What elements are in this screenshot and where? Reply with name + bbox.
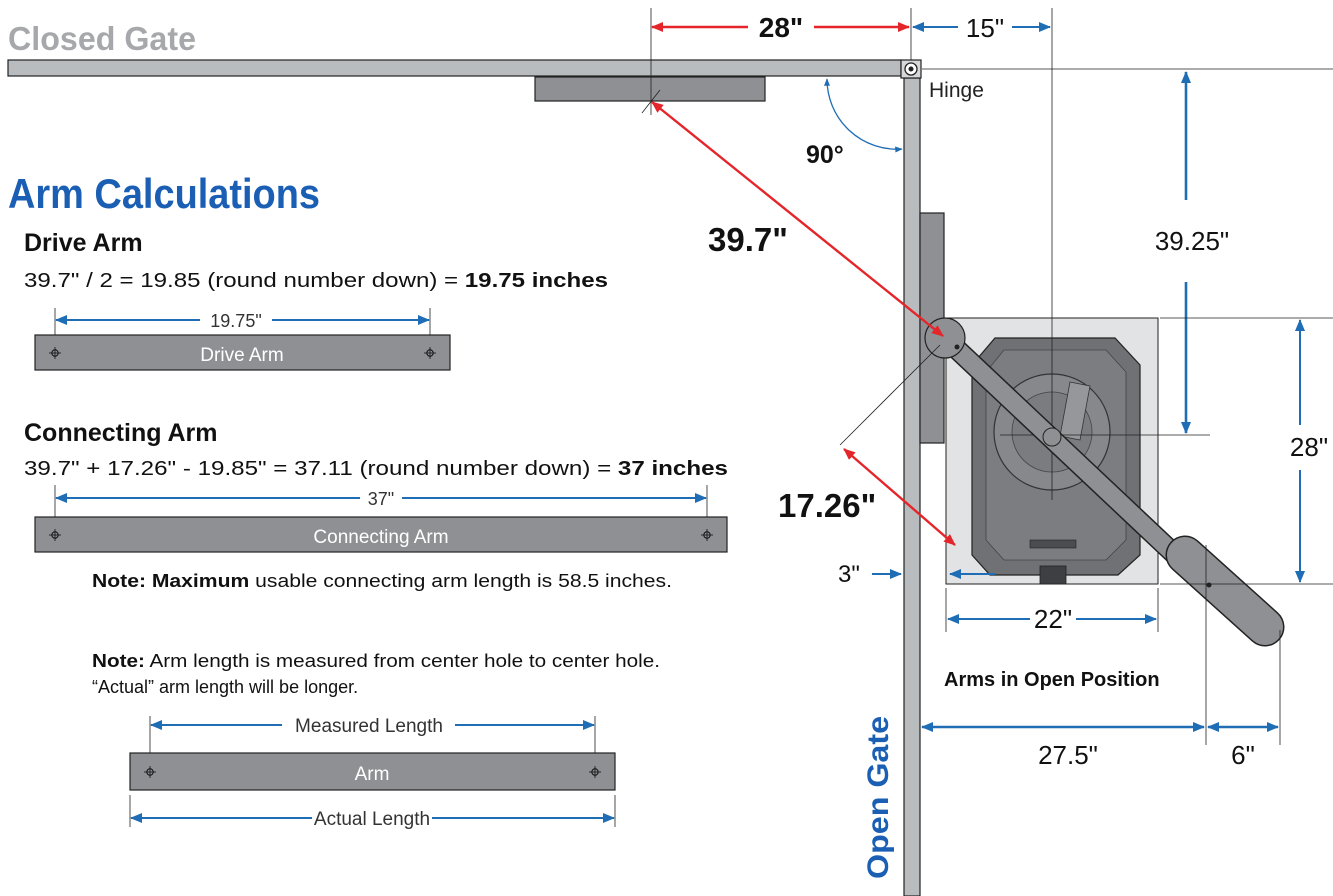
actual-length-label: Actual Length (314, 809, 430, 830)
measured-length-label: Measured Length (295, 716, 443, 737)
top-15-label: 15" (966, 13, 1004, 43)
closed-gate-title: Closed Gate (8, 20, 196, 57)
note-maximum-text: usable connecting arm length is 58.5 inc… (249, 571, 672, 591)
closed-gate-bracket (534, 76, 766, 102)
diag-ext-top (641, 89, 661, 114)
connecting-arm-bar-label: Connecting Arm (313, 527, 448, 548)
open-gate-bar (903, 77, 921, 896)
angle-label: 90° (806, 141, 844, 169)
closed-gate-bar (7, 59, 902, 77)
drive-arm-dimension: 19.75" (210, 311, 261, 331)
connecting-arm-bar (34, 516, 728, 553)
drive-arm-bar (34, 334, 451, 371)
example-arm-bar (129, 752, 616, 791)
drive-arm-bar-label: Drive Arm (200, 345, 283, 366)
bottom-27-5-label: 27.5" (1038, 740, 1098, 770)
note-measure-text: Arm length is measured from center hole … (145, 651, 660, 671)
diag-17-ext (839, 344, 941, 446)
hinge-icon (900, 59, 922, 79)
note-measure-bold: Note: (92, 651, 145, 671)
arm-calculations-title: Arm Calculations (8, 170, 320, 217)
drive-arm-heading: Drive Arm (24, 229, 143, 257)
drive-pivot-icon (1042, 427, 1062, 447)
vert-39-25-label: 39.25" (1155, 226, 1229, 256)
note-measure-line2: “Actual” arm length will be longer. (92, 677, 358, 697)
connecting-arm-formula-text: 39.7" + 17.26" - 19.85" = 37.11 (round n… (24, 458, 618, 480)
connecting-arm-open (934, 327, 1216, 594)
connecting-arm-dimension: 37" (368, 489, 394, 509)
note-maximum-bold: Note: Maximum (92, 571, 249, 591)
connecting-arm-result: 37 inches (618, 458, 728, 480)
drive-arm-formula-text: 39.7" / 2 = 19.85 (round number down) = (24, 270, 465, 292)
diag-39-7-line (651, 101, 944, 337)
note-measure: Note: Arm length is measured from center… (92, 651, 660, 671)
note-maximum: Note: Maximum usable connecting arm leng… (92, 571, 672, 591)
diag-17-26-line (843, 448, 956, 546)
connecting-arm-heading: Connecting Arm (24, 419, 218, 447)
connecting-arm-formula: 39.7" + 17.26" - 19.85" = 37.11 (round n… (24, 458, 728, 480)
gate-pivot-icon (924, 317, 966, 359)
top-28-label: 28" (759, 12, 803, 43)
right-28-label: 28" (1290, 432, 1328, 462)
angle-arc (823, 78, 903, 153)
drive-arm-end-tube (1165, 535, 1285, 647)
hinge-label: Hinge (929, 79, 984, 102)
open-gate-title: Open Gate (862, 716, 895, 879)
drive-arm-result: 19.75 inches (465, 270, 608, 292)
drive-arm-formula: 39.7" / 2 = 19.85 (round number down) = … (24, 270, 608, 292)
left-3-label: 3" (838, 561, 860, 588)
arms-open-position-label: Arms in Open Position (944, 669, 1160, 691)
bottom-22-label: 22" (1034, 604, 1072, 634)
example-arm-bar-label: Arm (355, 764, 390, 785)
diag-17-26-label: 17.26" (778, 487, 876, 524)
bottom-6-label: 6" (1231, 740, 1255, 770)
diag-39-7-label: 39.7" (708, 221, 788, 258)
